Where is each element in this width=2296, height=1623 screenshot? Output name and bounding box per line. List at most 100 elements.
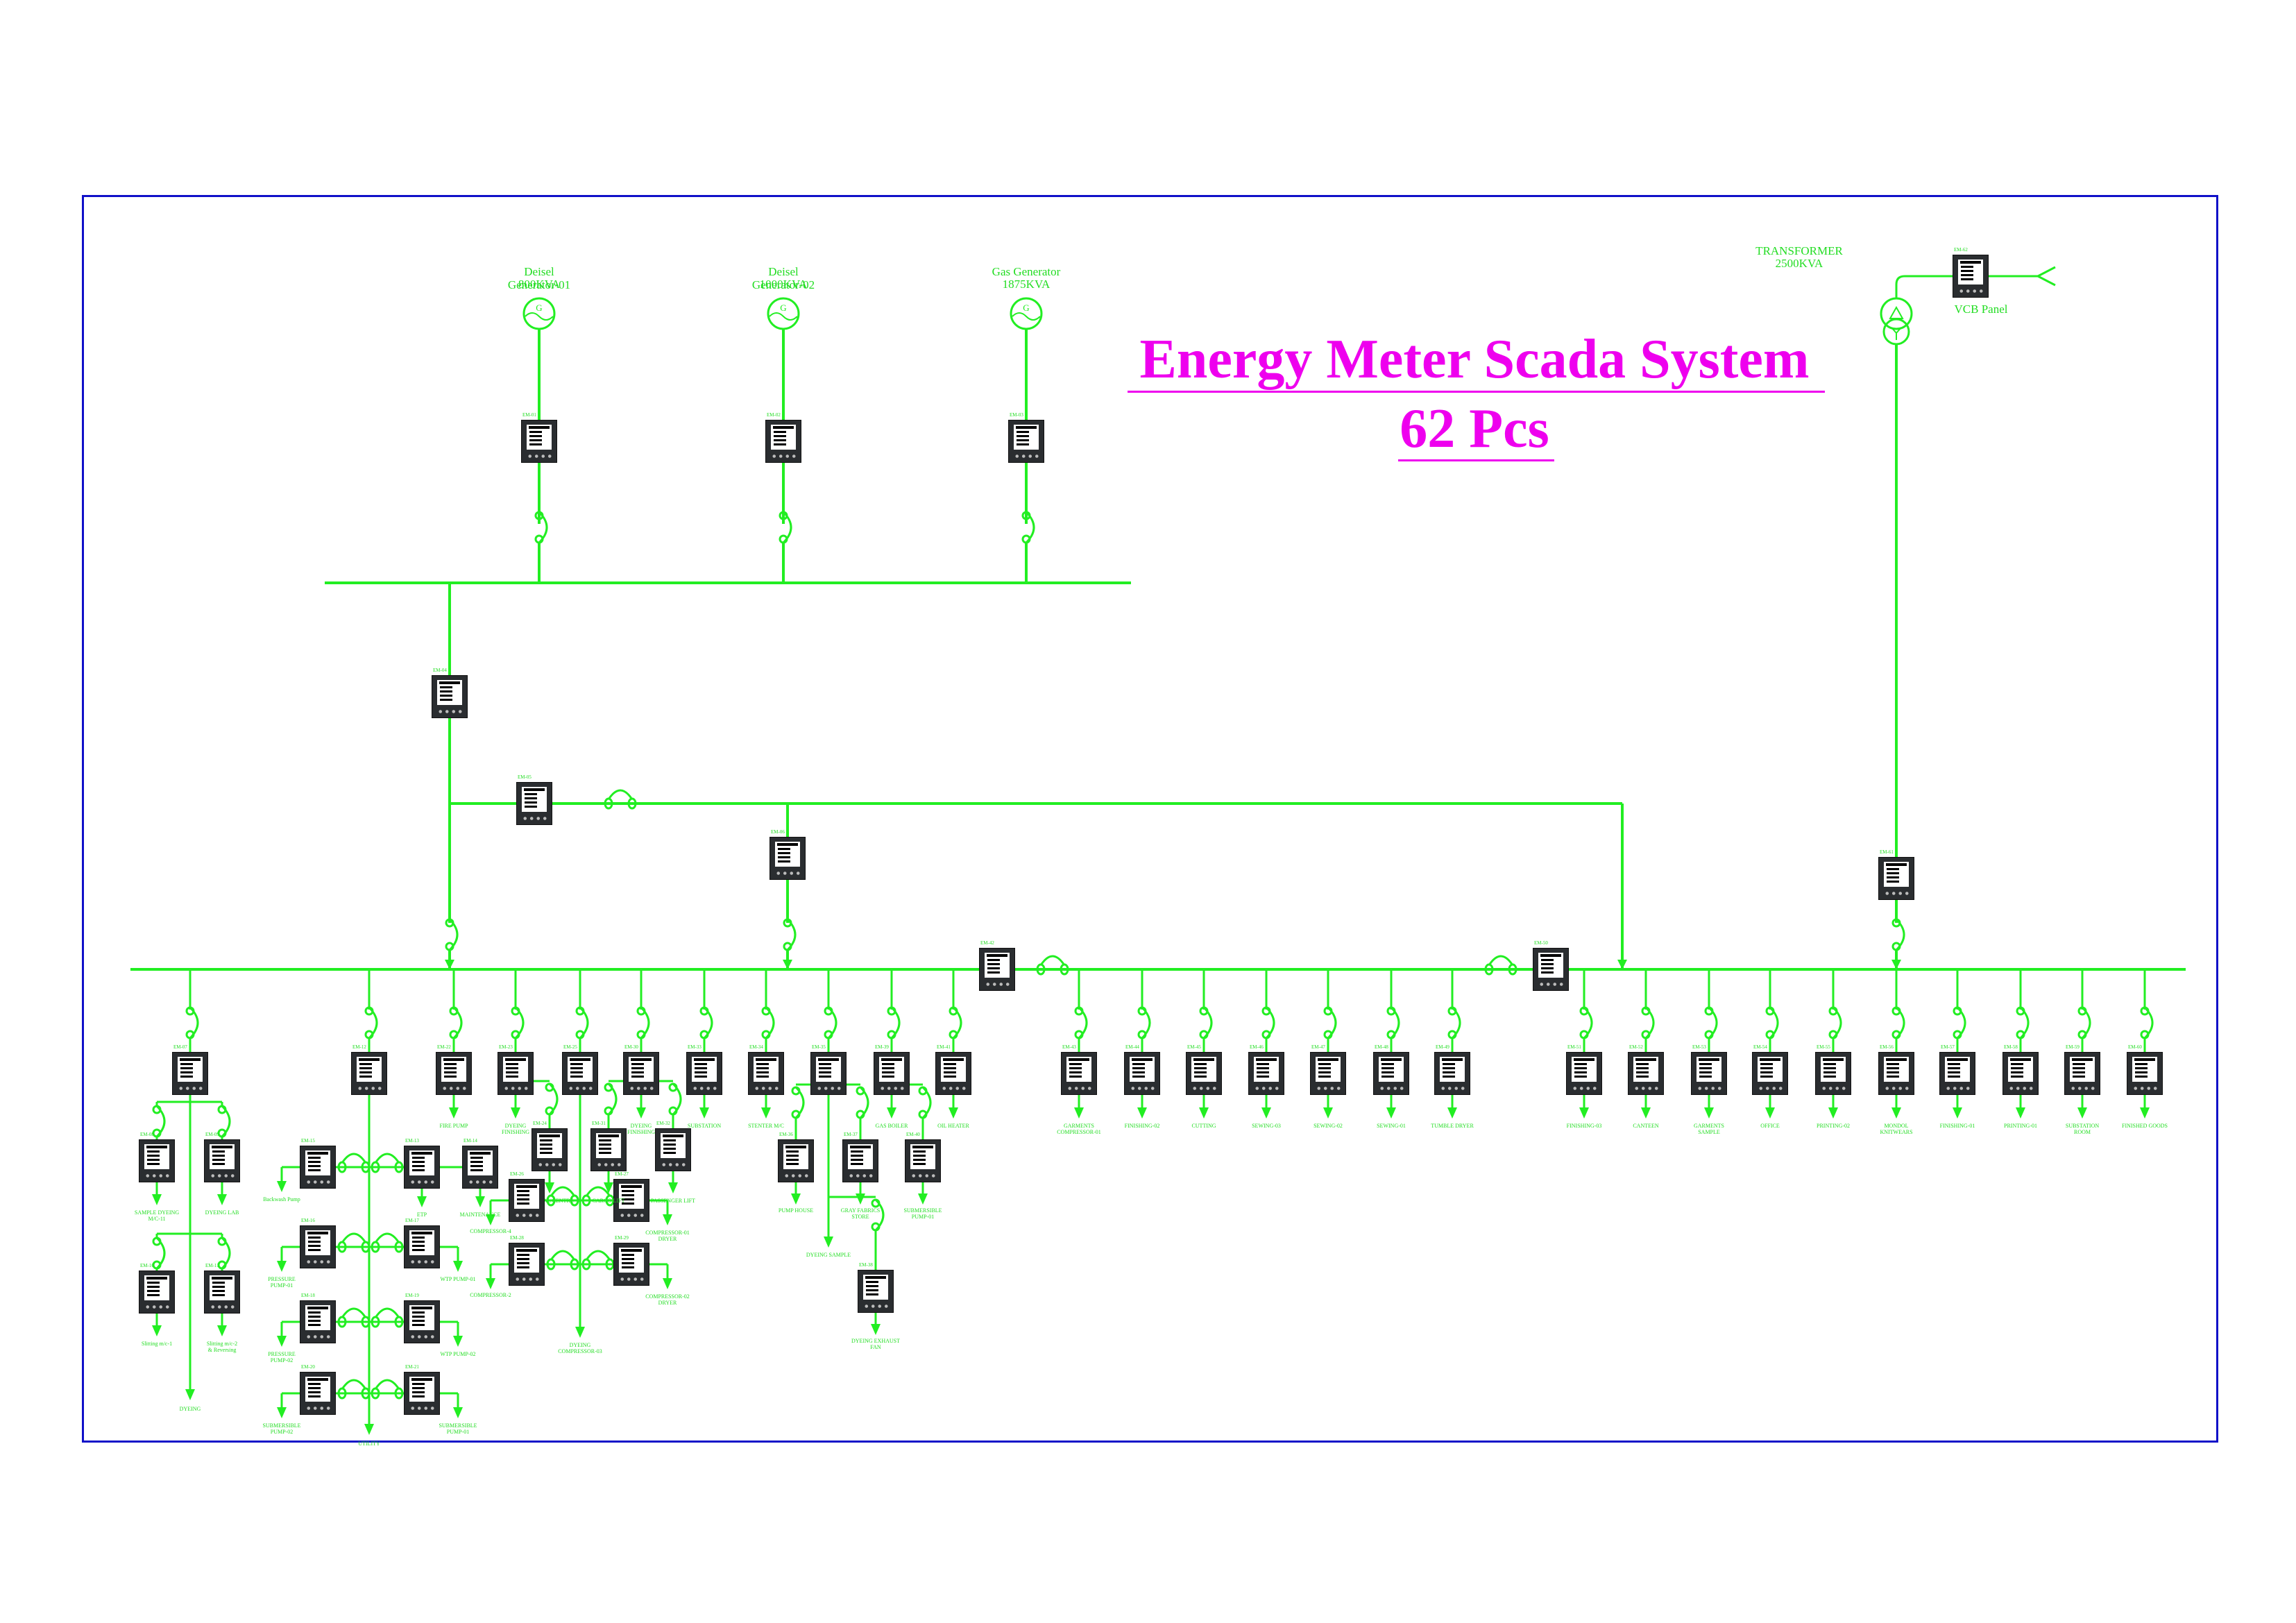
feeder-label: PASSENGER LIFT [651, 1198, 695, 1204]
meter-buttons [1538, 982, 1565, 987]
energy-meter-em-06[interactable] [769, 837, 806, 880]
energy-meter-em-47[interactable] [1310, 1052, 1346, 1095]
energy-meter-em-52[interactable] [1628, 1052, 1664, 1095]
energy-meter-em-37[interactable] [842, 1139, 878, 1182]
feeder-label: Slitting m/c-1 [141, 1341, 173, 1347]
energy-meter-em-48[interactable] [1373, 1052, 1409, 1095]
meter-buttons [409, 1180, 436, 1184]
energy-meter-em-45[interactable] [1186, 1052, 1222, 1095]
energy-meter-em-22[interactable] [436, 1052, 472, 1095]
energy-meter-em-50[interactable] [1533, 948, 1569, 991]
meter-buttons [1945, 1086, 1971, 1091]
energy-meter-em-35[interactable] [810, 1052, 847, 1095]
energy-meter-em-27[interactable] [613, 1179, 649, 1222]
incoming-supply-icon [2037, 266, 2056, 287]
energy-meter-em-42[interactable] [979, 948, 1015, 991]
energy-meter-em-44[interactable] [1124, 1052, 1160, 1095]
feeder-arrow-icon [1137, 1107, 1147, 1119]
meter-id-label: EM-62 [1954, 247, 1968, 253]
energy-meter-em-61[interactable] [1878, 857, 1914, 900]
energy-meter-em-51[interactable] [1566, 1052, 1602, 1095]
energy-meter-em-33[interactable] [686, 1052, 722, 1095]
meter-display [514, 1184, 539, 1209]
energy-meter-em-39[interactable] [874, 1052, 910, 1095]
energy-meter-em-55[interactable] [1815, 1052, 1851, 1095]
energy-meter-em-14[interactable] [462, 1146, 498, 1189]
energy-meter-em-36[interactable] [778, 1139, 814, 1182]
feeder-arrow-icon [277, 1407, 287, 1418]
energy-meter-em-53[interactable] [1691, 1052, 1727, 1095]
energy-meter-em-02[interactable] [765, 420, 801, 463]
meter-id-label: EM-03 [1010, 412, 1023, 418]
energy-meter-em-13[interactable] [404, 1146, 440, 1189]
feeder-arrow-icon [1579, 1107, 1589, 1119]
meter-buttons [441, 1086, 468, 1091]
energy-meter-em-26[interactable] [509, 1179, 545, 1222]
meter-id-label: EM-38 [859, 1262, 873, 1268]
energy-meter-em-16[interactable] [300, 1225, 336, 1268]
energy-meter-em-54[interactable] [1752, 1052, 1788, 1095]
energy-meter-em-43[interactable] [1061, 1052, 1097, 1095]
energy-meter-em-38[interactable] [858, 1270, 894, 1313]
energy-meter-em-08[interactable] [139, 1139, 175, 1182]
energy-meter-em-62[interactable] [1953, 255, 1989, 298]
energy-meter-em-49[interactable] [1434, 1052, 1470, 1095]
meter-display [2008, 1057, 2033, 1082]
energy-meter-em-32[interactable] [655, 1128, 691, 1171]
feeder-breaker-icon [1202, 1006, 1213, 1039]
energy-meter-em-17[interactable] [404, 1225, 440, 1268]
meter-buttons [305, 1180, 332, 1184]
feeder-breaker-icon [1769, 1006, 1779, 1039]
energy-meter-em-01[interactable] [521, 420, 557, 463]
meter-buttons [985, 982, 1011, 987]
energy-meter-em-59[interactable] [2064, 1052, 2100, 1095]
energy-meter-em-40[interactable] [905, 1139, 941, 1182]
meter-buttons [409, 1406, 436, 1411]
energy-meter-em-20[interactable] [300, 1372, 336, 1415]
energy-meter-em-41[interactable] [935, 1052, 971, 1095]
feeder-label: GAS BOILER [875, 1123, 908, 1129]
energy-meter-em-11[interactable] [204, 1271, 240, 1314]
energy-meter-em-19[interactable] [404, 1300, 440, 1343]
transformer-rating-label: 2500KVA [1775, 257, 1823, 270]
meter-id-label: EM-41 [937, 1044, 951, 1050]
energy-meter-em-24[interactable] [532, 1128, 568, 1171]
energy-meter-em-04[interactable] [432, 675, 468, 718]
meter-id-label: EM-14 [464, 1138, 477, 1144]
energy-meter-em-34[interactable] [748, 1052, 784, 1095]
energy-meter-em-58[interactable] [2002, 1052, 2039, 1095]
energy-meter-em-03[interactable] [1008, 420, 1044, 463]
feeder-breaker-icon [827, 1006, 837, 1039]
energy-meter-em-29[interactable] [613, 1243, 649, 1286]
meter-id-label: EM-25 [563, 1044, 577, 1050]
energy-meter-em-31[interactable] [590, 1128, 627, 1171]
energy-meter-em-12[interactable] [351, 1052, 387, 1095]
feeder-arrow-icon [1074, 1107, 1084, 1119]
meter-id-label: EM-56 [1880, 1044, 1894, 1050]
feeder-breaker-icon [2081, 1006, 2091, 1039]
generator-breaker-icon [1025, 511, 1035, 544]
energy-meter-em-25[interactable] [562, 1052, 598, 1095]
energy-meter-em-09[interactable] [204, 1139, 240, 1182]
energy-meter-em-28[interactable] [509, 1243, 545, 1286]
energy-meter-em-05[interactable] [516, 782, 552, 825]
energy-meter-em-46[interactable] [1248, 1052, 1284, 1095]
energy-meter-em-21[interactable] [404, 1372, 440, 1415]
energy-meter-em-60[interactable] [2127, 1052, 2163, 1095]
energy-meter-em-57[interactable] [1939, 1052, 1975, 1095]
energy-meter-em-30[interactable] [623, 1052, 659, 1095]
energy-meter-em-15[interactable] [300, 1146, 336, 1189]
incomer-breaker-icon [1895, 918, 1905, 951]
meter-buttons [468, 1180, 494, 1184]
energy-meter-em-10[interactable] [139, 1271, 175, 1314]
meter-buttons [1958, 289, 1984, 294]
meter-display [1254, 1057, 1279, 1082]
energy-meter-em-23[interactable] [498, 1052, 534, 1095]
feeder-label: CANTEEN [1633, 1123, 1659, 1129]
meter-display [1440, 1057, 1465, 1082]
meter-display [816, 1057, 841, 1082]
energy-meter-em-56[interactable] [1878, 1052, 1914, 1095]
energy-meter-em-07[interactable] [172, 1052, 208, 1095]
energy-meter-em-18[interactable] [300, 1300, 336, 1343]
